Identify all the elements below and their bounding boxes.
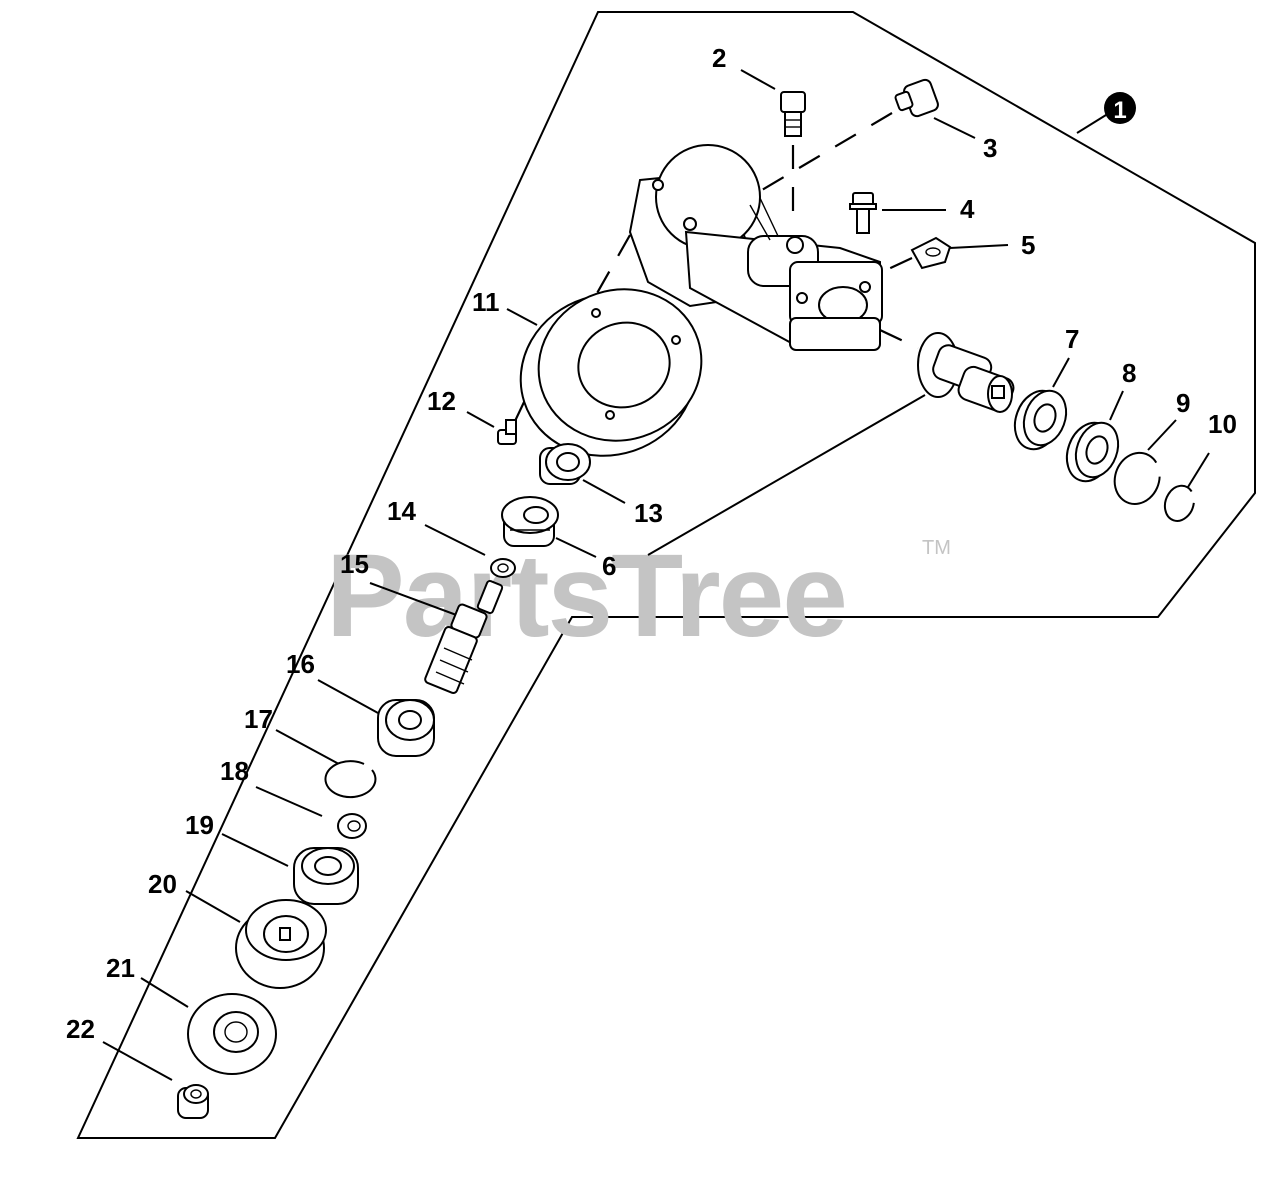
snap-ring-part-9 [1113, 451, 1161, 505]
svg-text:1: 1 [1113, 97, 1126, 124]
callout-21: 21 [106, 953, 135, 983]
bearing-part-8 [1065, 421, 1120, 483]
plate-part-5 [910, 236, 952, 270]
sleeve-part-22 [177, 1084, 209, 1119]
callout-7: 7 [1065, 324, 1079, 354]
callout-22: 22 [66, 1014, 95, 1044]
callout-labels: 2 3 4 5 6 7 8 9 10 11 12 13 14 15 16 17 … [66, 43, 1237, 1044]
assembly-guide-lines [505, 112, 919, 441]
callout-9: 9 [1176, 388, 1190, 418]
assembly-callout-marker: 1 [1104, 92, 1136, 124]
bearing-part-7 [1013, 389, 1068, 451]
bearing-part-13 [539, 443, 591, 485]
bevel-gear-shaft [917, 332, 1015, 413]
callout-17: 17 [244, 704, 273, 734]
gear-housing [628, 144, 883, 352]
screw-part-4 [849, 192, 877, 234]
callout-10: 10 [1208, 409, 1237, 439]
callout-6: 6 [602, 551, 616, 581]
callout-4: 4 [960, 194, 975, 224]
snap-ring-part-17 [324, 760, 377, 799]
holder-part-20 [235, 899, 327, 989]
callout-12: 12 [427, 386, 456, 416]
callout-16: 16 [286, 649, 315, 679]
plug-part-3 [894, 78, 939, 118]
callout-14: 14 [387, 496, 416, 526]
washer-part-18 [337, 813, 367, 839]
cover-part-11 [519, 288, 703, 457]
washer-part-14 [490, 558, 516, 578]
bolt-part-2 [780, 91, 806, 137]
callout-13: 13 [634, 498, 663, 528]
callout-8: 8 [1122, 358, 1136, 388]
screw-part-12 [497, 419, 517, 445]
gear-part-6 [501, 496, 559, 547]
callout-19: 19 [185, 810, 214, 840]
snap-ring-part-10 [1163, 484, 1195, 522]
callout-5: 5 [1021, 230, 1035, 260]
cup-washer-part-21 [187, 993, 277, 1075]
bearing-part-16 [377, 699, 435, 757]
bearing-part-19 [293, 847, 359, 905]
callout-11: 11 [472, 287, 500, 317]
callout-18: 18 [220, 756, 249, 786]
callout-20: 20 [148, 869, 177, 899]
assembly-boundary [76, 11, 1256, 1139]
callout-15: 15 [340, 549, 369, 579]
callout-2: 2 [712, 43, 726, 73]
callout-3: 3 [983, 133, 997, 163]
watermark-trademark: TM [922, 537, 951, 559]
shaft-part-15 [424, 580, 504, 694]
